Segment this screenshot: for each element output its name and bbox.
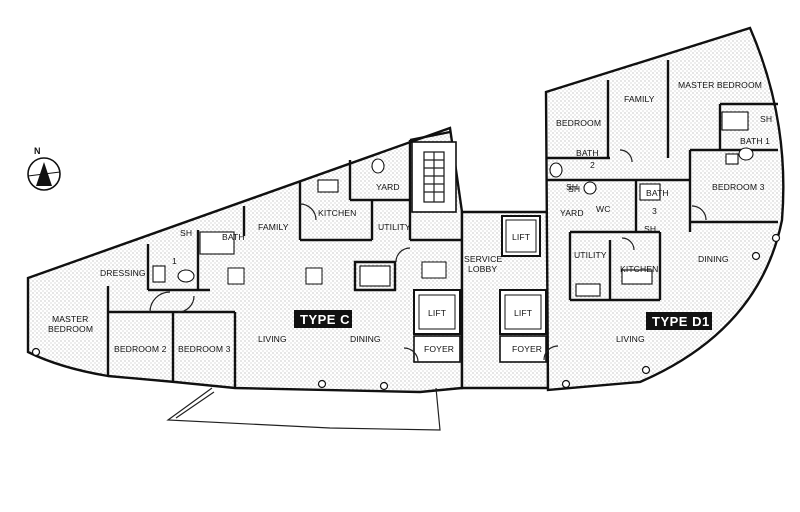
room-label-lift-service: LIFT bbox=[512, 232, 531, 242]
facade-columns bbox=[31, 233, 781, 391]
room-label-yard-c: YARD bbox=[376, 182, 400, 192]
room-label-master-bedroom-c-2: BEDROOM bbox=[48, 324, 93, 334]
service-lift bbox=[501, 215, 541, 257]
balcony-inner-line bbox=[175, 391, 215, 419]
room-label-utility-c: UTILITY bbox=[378, 222, 411, 232]
room-label-master-bedroom-c-1: MASTER bbox=[52, 314, 88, 324]
room-label-foyer-d: FOYER bbox=[512, 344, 542, 354]
room-label-foyer-c: FOYER bbox=[424, 344, 454, 354]
type-d1-tag-text: TYPE D1 bbox=[652, 314, 710, 329]
furniture bbox=[227, 261, 447, 285]
lift-c-box bbox=[413, 289, 461, 335]
north-compass: N bbox=[27, 146, 61, 191]
room-label-bath-d-top-num: 2 bbox=[590, 160, 595, 170]
room-label-lift-d: LIFT bbox=[514, 308, 533, 318]
room-label-dressing: DRESSING bbox=[100, 268, 146, 278]
room-label-yard-d: YARD bbox=[560, 208, 584, 218]
room-label-service-lobby-1: SERVICE bbox=[464, 254, 502, 264]
room-label-dining-d: DINING bbox=[698, 254, 729, 264]
room-label-sh-d-right: SH bbox=[760, 114, 772, 124]
room-label-bath-d-top: BATH bbox=[576, 148, 599, 158]
staircase bbox=[411, 141, 457, 213]
room-label-bath3-d: BATH bbox=[646, 188, 669, 198]
room-label-bath1-d: BATH 1 bbox=[740, 136, 770, 146]
foyer-c-box bbox=[413, 335, 461, 363]
balcony-outline bbox=[166, 387, 441, 431]
room-label-lift-c: LIFT bbox=[428, 308, 447, 318]
type-c-tag: TYPE C bbox=[294, 310, 352, 328]
room-label-living-c: LIVING bbox=[258, 334, 287, 344]
room-label-bedroom-d: BEDROOM bbox=[556, 118, 601, 128]
room-label-bedroom3-d: BEDROOM 3 bbox=[712, 182, 765, 192]
room-label-bath3-d-num: 3 bbox=[652, 206, 657, 216]
room-label-sh-d-left: SH bbox=[568, 184, 580, 194]
room-label-living-d: LIVING bbox=[616, 334, 645, 344]
foyer-d-box bbox=[499, 335, 547, 363]
room-label-bedroom3-c: BEDROOM 3 bbox=[178, 344, 231, 354]
room-label-kitchen-c: KITCHEN bbox=[318, 208, 356, 218]
room-label-kitchen-d: KITCHEN bbox=[620, 264, 658, 274]
room-label-bath-c: BATH bbox=[222, 232, 245, 242]
lift-d-box bbox=[499, 289, 547, 335]
type-c-outline bbox=[26, 126, 464, 394]
north-letter: N bbox=[34, 146, 41, 156]
room-label-sh-c: SH bbox=[180, 228, 192, 238]
room-label-sh-d-top: SH bbox=[566, 182, 578, 192]
room-label-bath1-c: 1 bbox=[172, 256, 177, 266]
room-label-sh-d-mid: SH bbox=[644, 224, 656, 234]
fixtures bbox=[152, 111, 754, 297]
room-label-bedroom2: BEDROOM 2 bbox=[114, 344, 167, 354]
room-label-service-lobby-2: LOBBY bbox=[468, 264, 497, 274]
room-label-dining-c: DINING bbox=[350, 334, 381, 344]
room-label-wc-d: WC bbox=[596, 204, 611, 214]
type-d1-walls bbox=[546, 60, 778, 302]
room-label-utility-d: UTILITY bbox=[574, 250, 607, 260]
room-label-family-d: FAMILY bbox=[624, 94, 655, 104]
type-d1-tag: TYPE D1 bbox=[646, 312, 712, 330]
type-c-walls bbox=[106, 130, 462, 388]
type-c-tag-text: TYPE C bbox=[300, 312, 350, 327]
room-label-family-c: FAMILY bbox=[258, 222, 289, 232]
room-label-master-bedroom-d: MASTER BEDROOM bbox=[678, 80, 762, 90]
door-swings bbox=[149, 149, 707, 363]
